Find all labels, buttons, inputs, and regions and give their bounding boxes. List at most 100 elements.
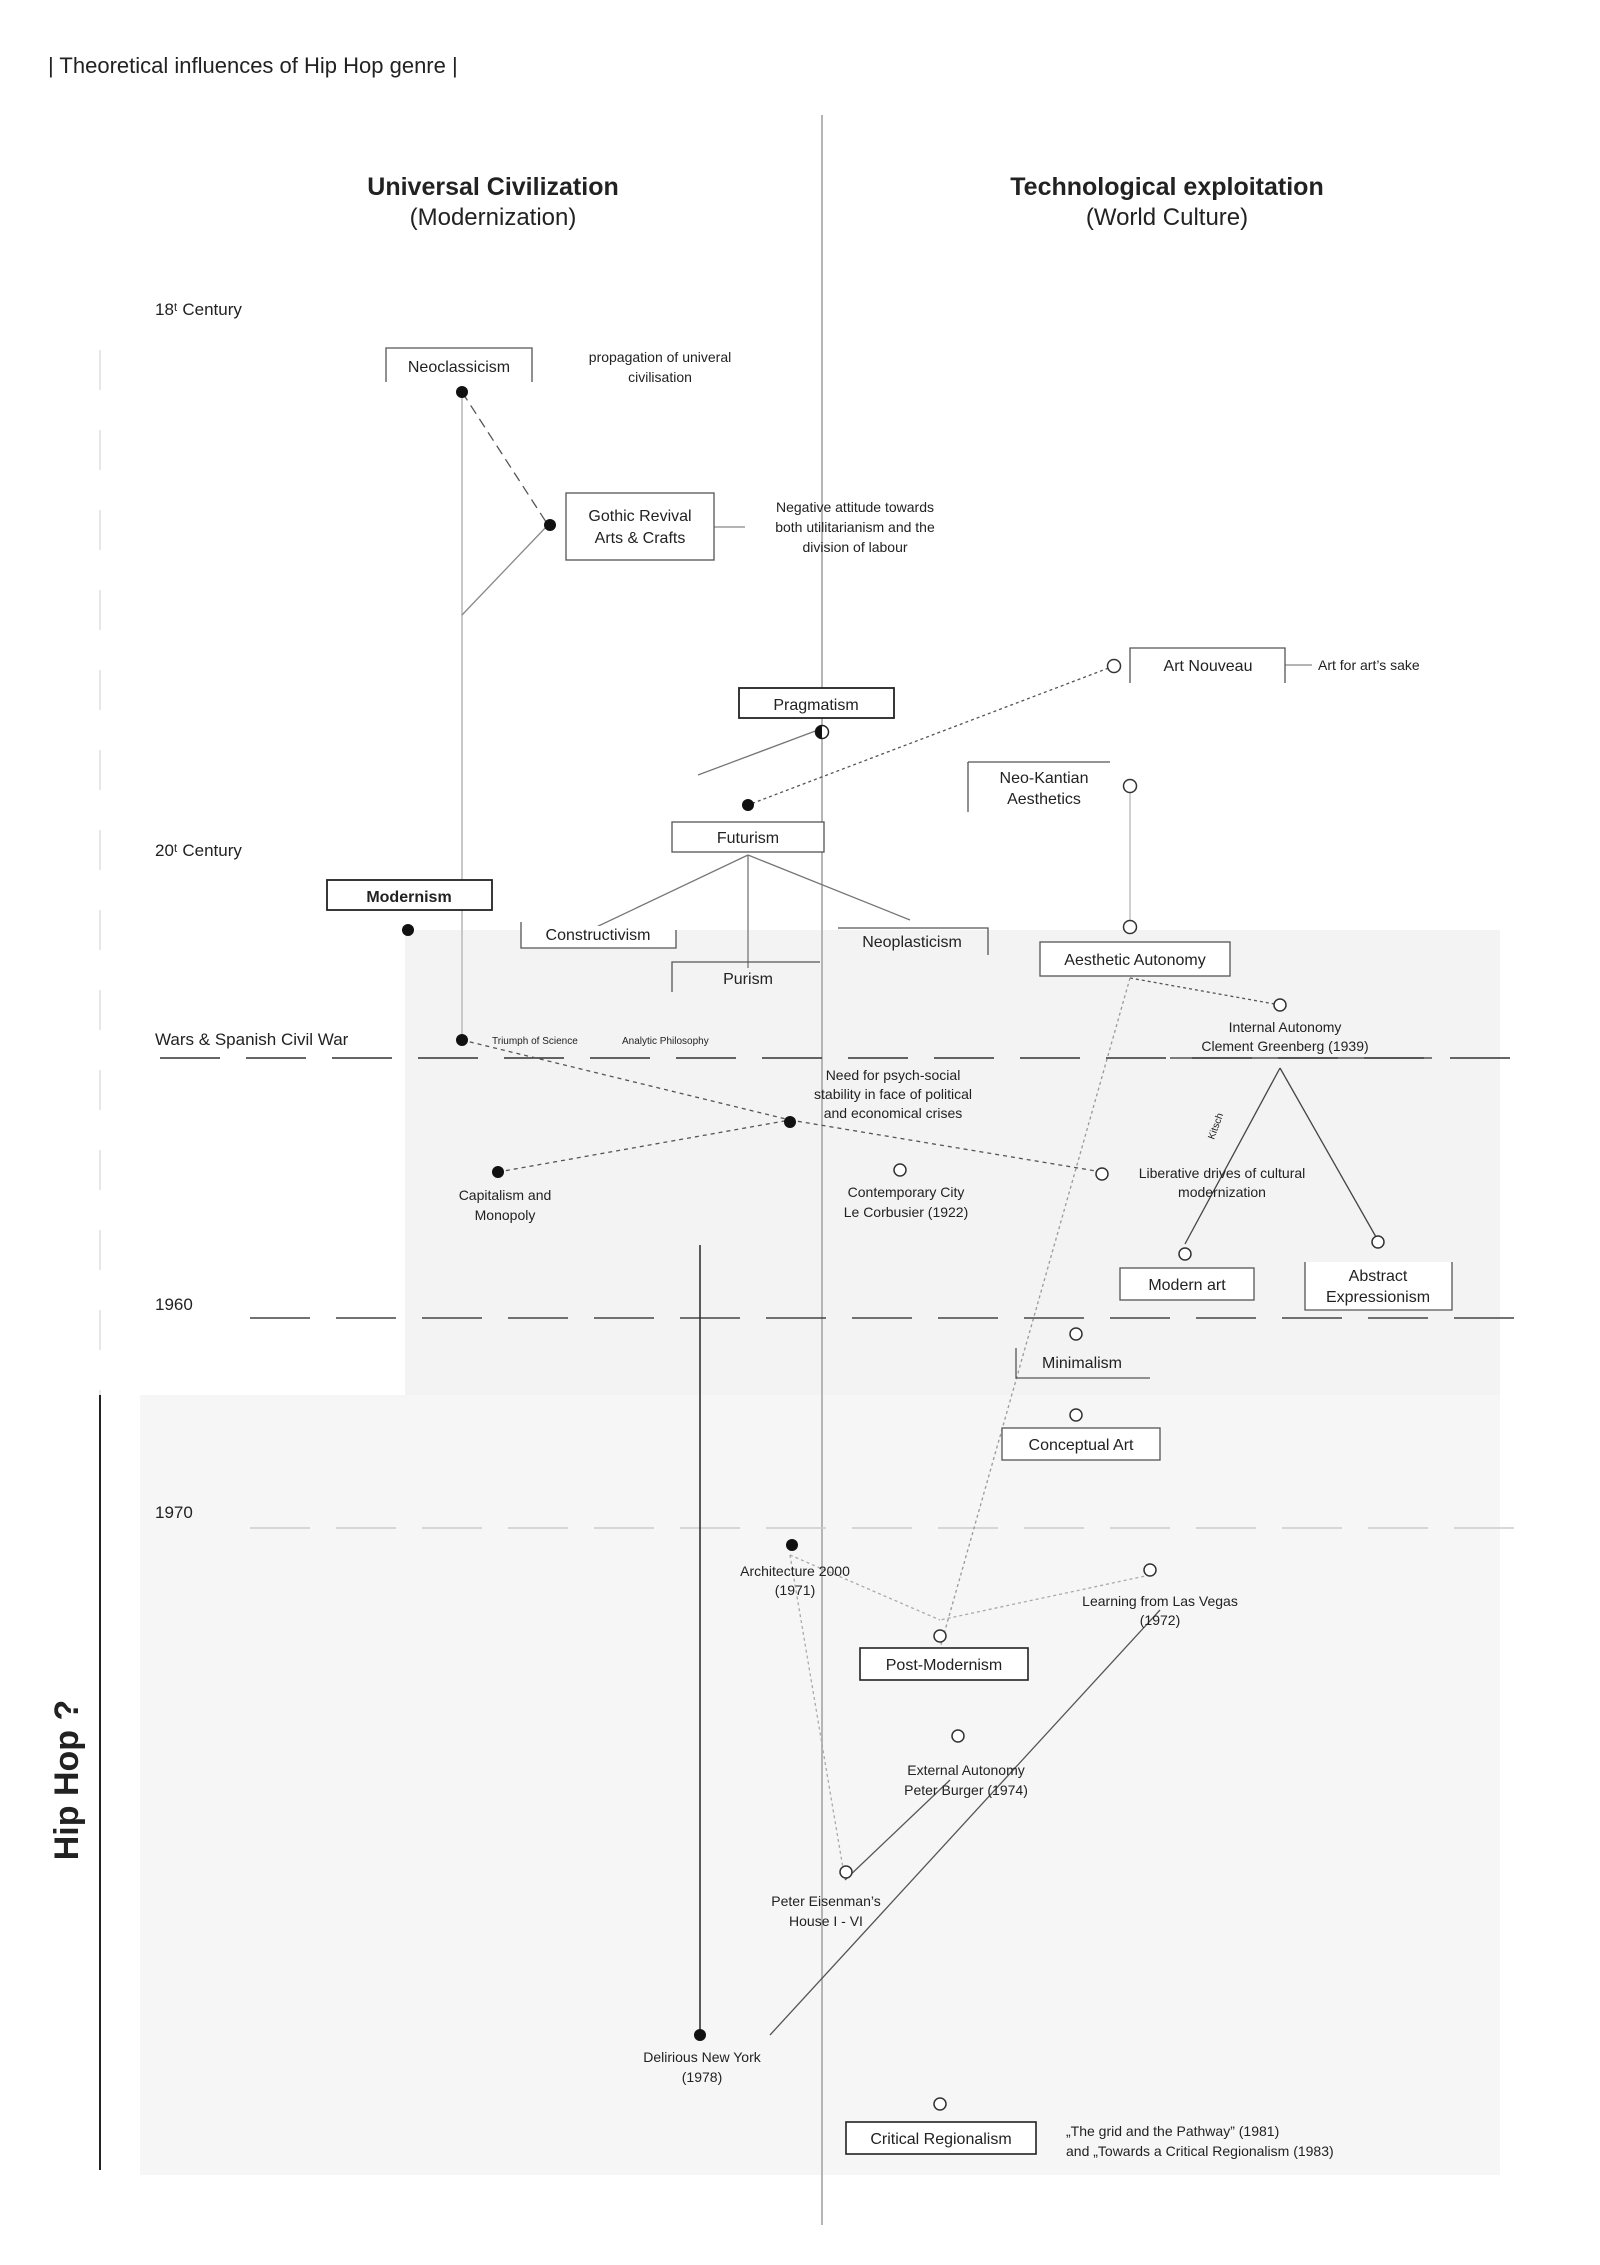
box-pragmatism: Pragmatism — [773, 697, 858, 714]
box-minimalism-frame — [1015, 1348, 1150, 1379]
link-pragmatism-extension — [697, 729, 819, 776]
node-neokantian — [1122, 778, 1138, 794]
node-capitalism — [492, 1166, 504, 1178]
box-constructivism-frame — [520, 922, 677, 949]
box-constructivism: Constructivism — [546, 927, 651, 944]
left-column-subtitle: (Modernization) — [410, 204, 577, 231]
box-neoplasticism-frame — [838, 927, 989, 955]
link-neoclassicism-gothic — [461, 391, 549, 526]
note-grid-line2: and „Towards a Critical Regionalism (198… — [1066, 2143, 1334, 2159]
node-learning — [1143, 1563, 1157, 1577]
node-modernism — [402, 924, 414, 936]
note-learning-line1: Learning from Las Vegas — [1082, 1593, 1238, 1609]
box-purism-frame — [671, 961, 820, 992]
box-post-modernism: Post-Modernism — [886, 1657, 1002, 1674]
box-purism: Purism — [723, 971, 773, 988]
link-futurism-neoplasticism — [747, 854, 911, 921]
box-abstract-frame — [1304, 1262, 1453, 1311]
node-gothic — [544, 519, 556, 531]
note-internal-line1: Internal Autonomy — [1229, 1019, 1342, 1035]
node-eisenman — [839, 1865, 853, 1879]
node-art-nouveau — [1106, 658, 1122, 674]
link-architecture-eisenman — [789, 1554, 846, 1881]
node-liberative — [1095, 1167, 1109, 1181]
timeline-18th-century: 18ᵗ Century — [155, 300, 242, 319]
node-futurism — [742, 799, 754, 811]
box-neokantian-line1: Neo-Kantian — [1000, 770, 1089, 787]
node-minimalism — [1069, 1327, 1083, 1341]
box-modern-art: Modern art — [1148, 1277, 1226, 1294]
node-internal-autonomy — [1273, 998, 1287, 1012]
box-art-nouveau-frame — [1129, 647, 1286, 683]
nodes-open — [839, 658, 1385, 2111]
note-negative-line3: division of labour — [802, 539, 907, 555]
left-column-title: Universal Civilization — [367, 173, 618, 201]
note-architecture-line2: (1971) — [775, 1582, 815, 1598]
node-wars — [456, 1034, 468, 1046]
node-conceptual — [1069, 1408, 1083, 1422]
box-neoplasticism: Neoplasticism — [862, 934, 962, 951]
box-pragmatism-frame — [738, 687, 895, 719]
box-modern-art-frame — [1119, 1267, 1255, 1301]
timeline-1970: 1970 — [155, 1503, 193, 1522]
note-delirious-line1: Delirious New York — [643, 2049, 761, 2065]
box-futurism: Futurism — [717, 830, 779, 847]
note-need-line3: and economical crises — [824, 1105, 963, 1121]
node-pragmatism — [814, 724, 830, 740]
note-external-line1: External Autonomy — [907, 1762, 1025, 1778]
box-aesthetic-autonomy-frame — [1039, 941, 1231, 977]
box-minimalism: Minimalism — [1042, 1355, 1122, 1372]
node-architecture-2000 — [786, 1539, 798, 1551]
timeline-wars: Wars & Spanish Civil War — [155, 1030, 349, 1049]
right-column-subtitle: (World Culture) — [1086, 204, 1248, 231]
box-postmodernism-frame — [859, 1647, 1029, 1681]
hiphop-side-label: Hip Hop ? — [48, 1700, 86, 1861]
note-eisenman-line1: Peter Eisenman’s — [771, 1893, 880, 1909]
note-grid-line1: „The grid and the Pathway” (1981) — [1066, 2123, 1279, 2139]
box-gothic-line1: Gothic Revival — [588, 508, 691, 525]
note-analytic: Analytic Philosophy — [622, 1036, 709, 1047]
note-triumph: Triumph of Science — [492, 1036, 578, 1047]
note-delirious-line2: (1978) — [682, 2069, 722, 2085]
note-eisenman-line2: House I - VI — [789, 1913, 863, 1929]
box-gothic-frame — [565, 492, 715, 561]
box-conceptual-frame — [1001, 1427, 1161, 1461]
box-futurism-frame — [671, 821, 825, 853]
note-contemporary-line1: Contemporary City — [848, 1184, 965, 1200]
note-propagation-line1: propagation of univeral — [589, 349, 731, 365]
box-critical-regionalism: Critical Regionalism — [870, 2131, 1011, 2148]
link-futurism-constructivism — [589, 854, 749, 931]
box-critical-regionalism-frame — [845, 2121, 1037, 2155]
timeline-20th-century: 20ᵗ Century — [155, 841, 242, 860]
note-internal-line2: Clement Greenberg (1939) — [1201, 1038, 1368, 1054]
box-conceptual-art: Conceptual Art — [1029, 1437, 1135, 1454]
link-autonomy-postmodern — [939, 977, 1131, 1649]
node-modern-art — [1178, 1247, 1192, 1261]
box-gothic-line2: Arts & Crafts — [595, 530, 686, 547]
note-liberative-line2: modernization — [1178, 1184, 1266, 1200]
node-post-modernism — [933, 1629, 947, 1643]
box-neokantian-line2: Aesthetics — [1007, 791, 1081, 808]
box-modernism-frame — [326, 879, 493, 911]
node-neoclassicism — [456, 386, 468, 398]
box-neoclassicism-frame — [385, 347, 533, 382]
concept-boxes — [326, 347, 1453, 2155]
node-aesthetic-autonomy — [1122, 919, 1138, 935]
link-gothic-stem — [461, 524, 549, 616]
node-critical-regionalism — [933, 2097, 947, 2111]
link-autonomy-internal — [1129, 977, 1281, 1006]
zone-hiphop-shade — [140, 1395, 1500, 2175]
note-need-line2: stability in face of political — [814, 1086, 972, 1102]
note-negative-line1: Negative attitude towards — [776, 499, 934, 515]
note-capitalism-line1: Capitalism and — [459, 1187, 552, 1203]
note-liberative-line1: Liberative drives of cultural — [1139, 1165, 1306, 1181]
box-aesthetic-autonomy: Aesthetic Autonomy — [1064, 952, 1205, 969]
note-contemporary-line2: Le Corbusier (1922) — [844, 1204, 969, 1220]
box-art-nouveau: Art Nouveau — [1164, 658, 1253, 675]
note-negative-line2: both utilitarianism and the — [775, 519, 935, 535]
link-capitalism-crisis — [497, 1119, 791, 1173]
diagram-title: | Theoretical influences of Hip Hop genr… — [48, 53, 458, 78]
link-internal-modernart — [1184, 1067, 1281, 1245]
note-learning-line2: (1972) — [1140, 1612, 1180, 1628]
